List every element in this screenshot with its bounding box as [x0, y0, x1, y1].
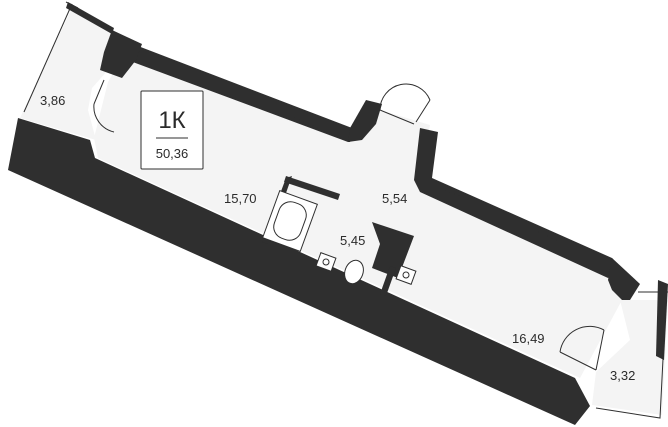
- door-balcony-left: [93, 79, 115, 133]
- wall-right-edge: [656, 280, 668, 360]
- area-balcony-right: 3,32: [610, 368, 635, 383]
- unit-badge: 1К 50,36: [140, 90, 204, 170]
- sink: [315, 252, 337, 272]
- door-entrance: [379, 83, 431, 125]
- window-ticks: [293, 117, 561, 243]
- door-balcony-right: [559, 325, 605, 371]
- floor-areas: [20, 8, 668, 415]
- unit-total-area: 50,36: [156, 146, 189, 161]
- balcony-left-frame: [23, 1, 114, 113]
- floor-balcony-left: [20, 8, 112, 140]
- balcony-right-frame: [595, 291, 668, 419]
- toilet: [344, 259, 364, 285]
- floor-living-room: [94, 58, 622, 378]
- wall-north-step: [348, 100, 382, 142]
- area-kitchen-living: 16,49: [512, 331, 545, 346]
- wall-north-right: [414, 128, 620, 278]
- area-bathroom: 5,45: [340, 233, 365, 248]
- wall-bathroom-right: [380, 266, 396, 296]
- wall-pillar-right: [608, 258, 640, 300]
- area-living-room: 15,70: [224, 191, 257, 206]
- area-hallway: 5,54: [382, 191, 407, 206]
- washer: [395, 265, 417, 285]
- wall-pillar-left: [100, 30, 142, 78]
- wall-bathroom-mid: [372, 222, 414, 278]
- area-balcony-left: 3,86: [40, 93, 65, 108]
- unit-code: 1К: [158, 107, 185, 134]
- wall-south: [8, 118, 590, 425]
- wall-bathroom-top: [284, 176, 340, 200]
- bathtub: [262, 190, 318, 252]
- floor-balcony-right: [592, 300, 668, 415]
